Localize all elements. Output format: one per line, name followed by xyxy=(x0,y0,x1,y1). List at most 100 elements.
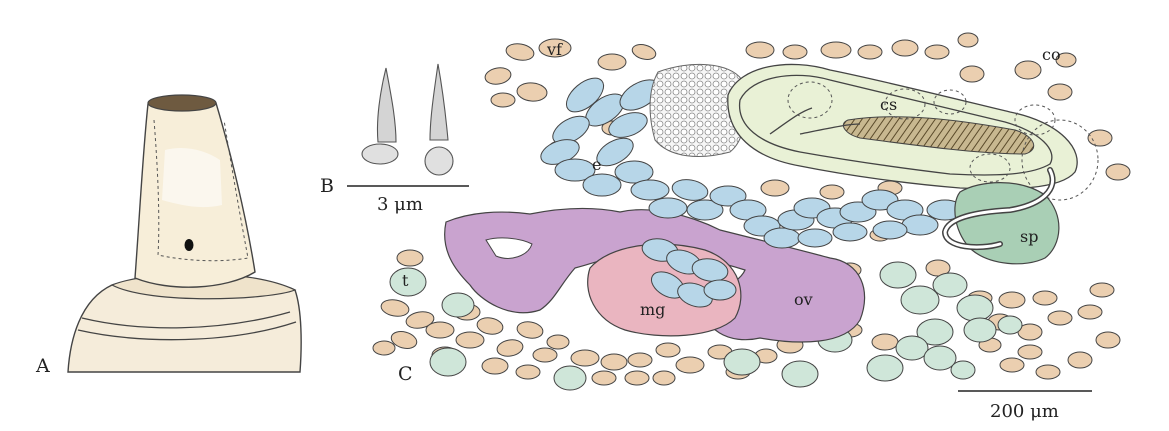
vitelline-follicle xyxy=(819,184,845,200)
panel-b-letter: B xyxy=(320,175,334,197)
cirrus-sac-inner xyxy=(738,74,1053,176)
panel-c-scale-label: 200 μm xyxy=(990,401,1059,422)
egg xyxy=(614,160,654,184)
panel-b-scale-label: 3 μm xyxy=(377,194,423,215)
testis xyxy=(956,294,994,322)
label-co: co xyxy=(1042,45,1061,64)
scolex-apical-opening xyxy=(147,94,217,112)
label-t: t xyxy=(402,271,409,290)
vitelline-follicle xyxy=(1077,304,1103,320)
vitelline-follicle xyxy=(957,32,979,48)
vitelline-follicle xyxy=(1047,310,1073,326)
eggs xyxy=(540,77,964,308)
cirrus-vesicle-3 xyxy=(933,89,967,115)
panel-a-letter: A xyxy=(35,355,50,377)
egg xyxy=(552,115,590,145)
testis xyxy=(923,345,957,371)
egg xyxy=(832,222,868,242)
vitelline-follicle xyxy=(871,333,899,351)
ovary-lumen xyxy=(485,237,533,259)
vitelline-follicle xyxy=(1067,351,1093,369)
vitelline-follicles xyxy=(372,32,1131,386)
vitelline-follicle xyxy=(396,249,424,267)
hook-left xyxy=(376,67,397,143)
cirrus-vesicle-4 xyxy=(1014,104,1056,136)
testis xyxy=(916,318,954,346)
cirrus-vesicle-2 xyxy=(884,88,926,120)
scolex-collar-inner xyxy=(77,321,297,341)
vitelline-follicle xyxy=(1055,52,1077,68)
vitelline-follicle xyxy=(476,317,504,335)
panel-b-hooks: 3 μm B xyxy=(320,63,469,215)
testis xyxy=(389,267,427,297)
vitelline-follicle xyxy=(516,321,544,339)
vitelline-follicle xyxy=(760,179,790,197)
testis xyxy=(441,292,475,318)
vitelline-follicle xyxy=(505,43,535,61)
vitelline-follicle xyxy=(390,331,418,349)
vitelline-follicle xyxy=(924,44,950,60)
testis xyxy=(866,354,904,382)
cirrus-hatched xyxy=(842,116,1035,155)
testis xyxy=(429,347,467,377)
vitelline-follicle xyxy=(1095,331,1121,349)
hook-left-base xyxy=(361,143,399,165)
vitelline-follicle xyxy=(570,349,600,367)
testis xyxy=(900,285,940,315)
vitelline-follicle xyxy=(857,44,883,60)
vitelline-follicle xyxy=(425,321,455,339)
label-mg: mg xyxy=(640,300,665,319)
egg xyxy=(596,137,634,167)
cirrus-vesicle-5 xyxy=(969,153,1011,183)
vitelline-follicle xyxy=(546,334,570,350)
hook-right xyxy=(429,63,449,141)
vitelline-follicle xyxy=(372,340,396,356)
egg xyxy=(554,158,596,182)
vitelline-follicle xyxy=(1017,344,1043,360)
vitelline-follicle xyxy=(1087,129,1113,147)
vitelline-follicle xyxy=(481,357,509,375)
vagina-duct-core xyxy=(943,168,1054,249)
egg xyxy=(709,185,747,207)
vitelline-follicle xyxy=(998,291,1026,309)
vitelline-follicle xyxy=(1089,282,1115,298)
vitelline-follicle xyxy=(959,65,985,83)
vitelline-follicle xyxy=(591,370,617,386)
testis xyxy=(895,335,929,361)
scolex-pore xyxy=(184,239,194,251)
vitelline-follicle xyxy=(820,41,852,59)
testis xyxy=(932,272,968,298)
vitelline-follicle xyxy=(490,92,516,108)
vitelline-follicle xyxy=(405,311,435,329)
vitelline-follicle xyxy=(1032,290,1058,306)
egg xyxy=(648,197,688,219)
vitelline-follicle xyxy=(999,357,1025,373)
vitelline-follicle xyxy=(627,352,653,368)
vitelline-follicle xyxy=(1105,163,1131,181)
egg xyxy=(582,173,622,197)
egg xyxy=(763,227,801,249)
vitelline-follicle xyxy=(597,53,627,71)
testis xyxy=(553,365,587,391)
vitelline-follicle xyxy=(652,370,676,386)
vitelline-follicle xyxy=(532,347,558,363)
egg xyxy=(872,220,908,240)
ovary xyxy=(444,207,866,343)
vitelline-follicle xyxy=(496,339,524,357)
egg xyxy=(671,179,709,201)
panel-c-proglottid: vf co cs e sp t mg ov 200 μm C xyxy=(372,32,1131,422)
vitelline-follicle xyxy=(455,331,485,349)
vitelline-follicle xyxy=(675,356,705,374)
vitelline-follicle xyxy=(1047,83,1073,101)
vitelline-follicle xyxy=(484,67,512,85)
panel-a-scolex: A xyxy=(35,94,302,377)
cirrus-duct xyxy=(769,107,861,135)
vitelline-follicle xyxy=(380,299,410,317)
cellular-mass xyxy=(649,63,747,157)
testis xyxy=(879,261,917,289)
vitelline-follicle xyxy=(624,370,650,386)
label-ov: ov xyxy=(794,290,813,309)
vitelline-follicle xyxy=(1014,60,1042,80)
